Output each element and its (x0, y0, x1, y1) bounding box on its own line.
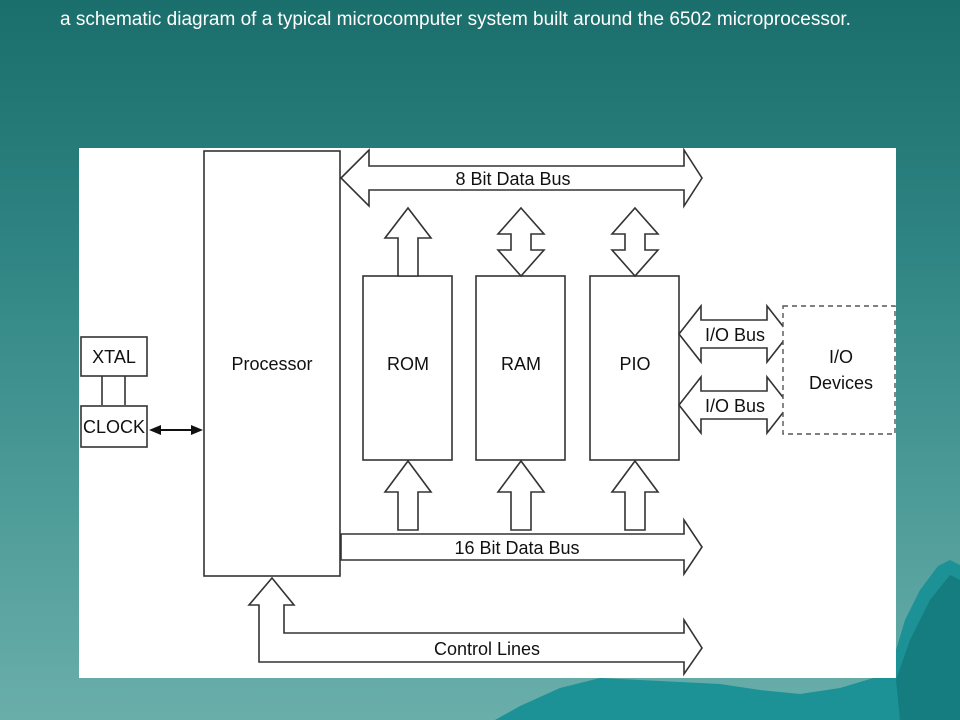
clock-block (80, 405, 148, 448)
io-devices-label-line1: I/O (829, 347, 853, 367)
clock-link-arrowhead-right (191, 425, 203, 435)
xtal-label: XTAL (92, 347, 136, 367)
pio-address-arrow (610, 459, 660, 531)
data-bus-16-label: 16 Bit Data Bus (454, 538, 579, 558)
pio-block (589, 275, 680, 461)
io-devices-label-line2: Devices (809, 373, 873, 393)
processor-block (203, 150, 341, 577)
ram-block (475, 275, 566, 461)
processor-label: Processor (231, 354, 312, 374)
io-bus-label-2: I/O Bus (705, 396, 765, 416)
rom-address-arrow (383, 459, 433, 531)
xtal-block (80, 336, 148, 377)
slide-caption: a schematic diagram of a typical microco… (60, 9, 851, 30)
mountain-shadow (896, 575, 960, 720)
io-devices-block (782, 305, 896, 435)
rom-to-data-bus-arrow (383, 206, 433, 277)
ram-address-arrow (496, 459, 546, 531)
diagram-panel: 8 Bit Data Bus Processor ROM RAM PIO 16 … (79, 148, 896, 678)
mountain-shape (495, 560, 960, 720)
clock-label: CLOCK (83, 417, 145, 437)
microcomputer-block-diagram: 8 Bit Data Bus Processor ROM RAM PIO 16 … (80, 148, 896, 677)
data-bus-16-arrow (340, 517, 703, 577)
data-bus-8-arrow (339, 148, 703, 209)
pio-label: PIO (619, 354, 650, 374)
pio-data-bus-arrow (610, 206, 660, 278)
control-lines-label: Control Lines (434, 639, 540, 659)
data-bus-8-label: 8 Bit Data Bus (455, 169, 570, 189)
ram-label: RAM (501, 354, 541, 374)
io-bus-label-1: I/O Bus (705, 325, 765, 345)
control-lines-arrow (247, 576, 703, 677)
rom-label: ROM (387, 354, 429, 374)
ram-data-bus-arrow (496, 206, 546, 278)
clock-link-arrowhead-left (149, 425, 161, 435)
